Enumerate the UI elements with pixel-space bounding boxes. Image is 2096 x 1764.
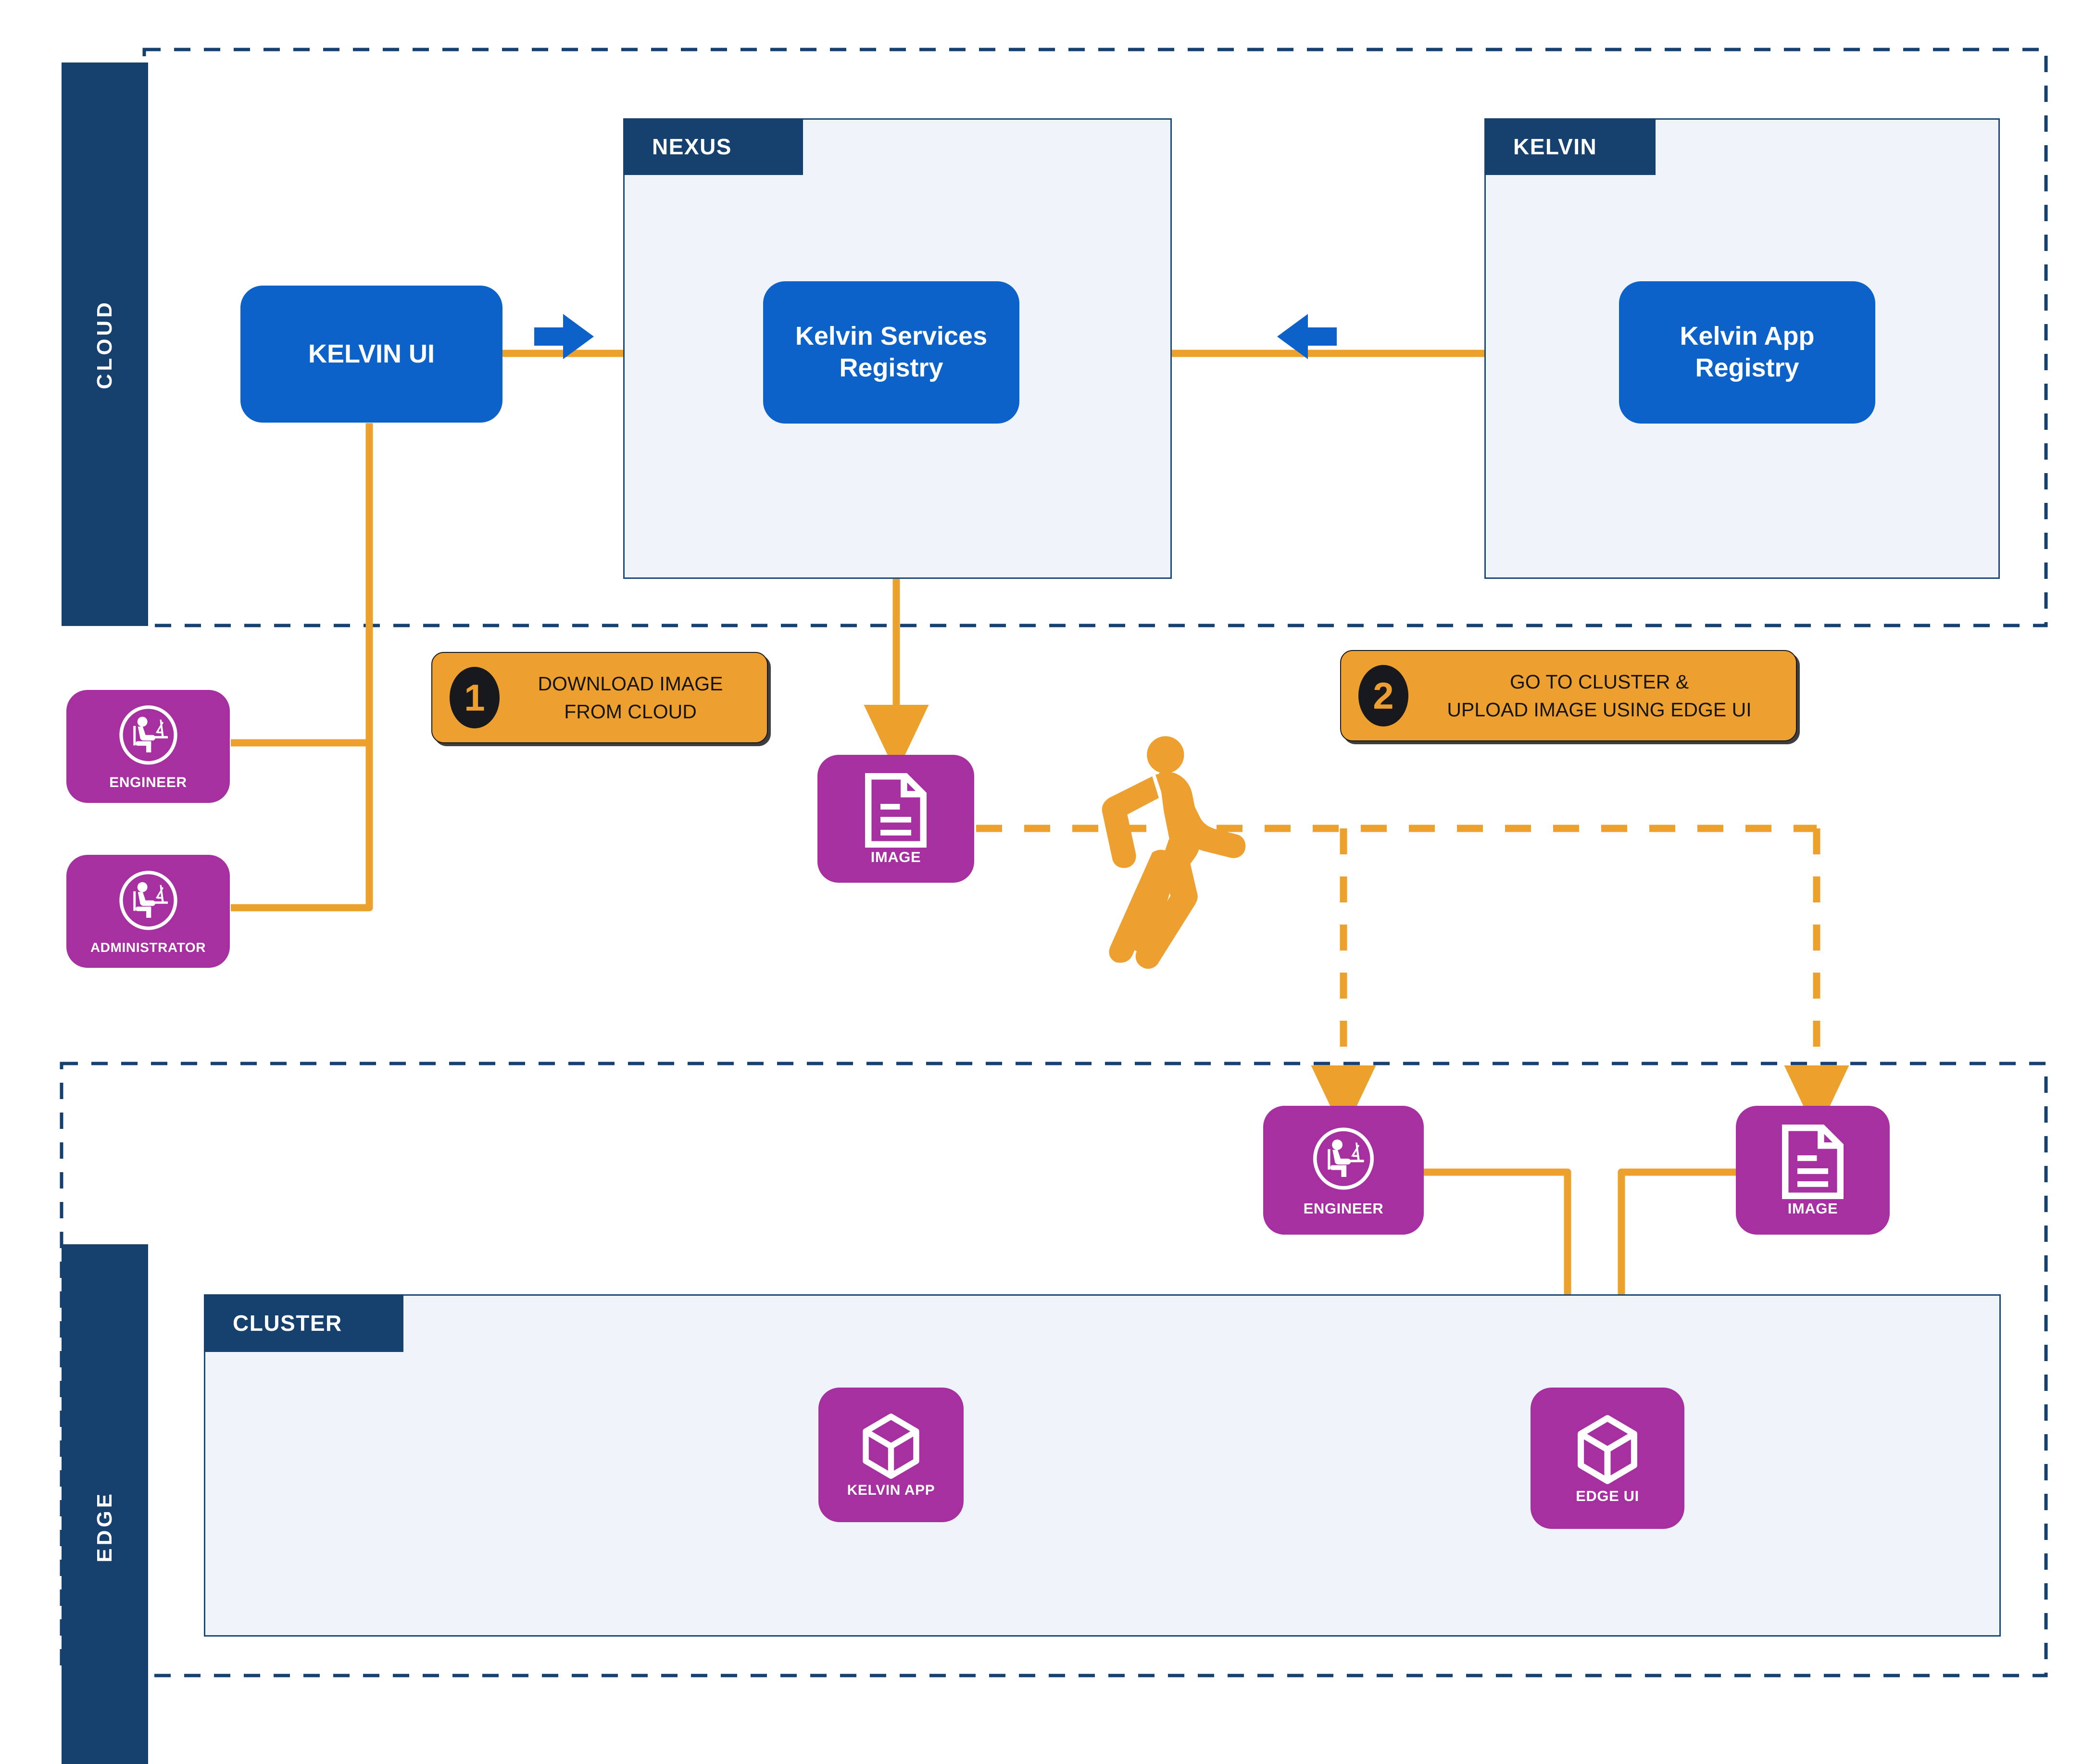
node-image-cloud[interactable]: IMAGE [817,755,974,883]
node-administrator-cloud-label: ADMINISTRATOR [90,940,206,955]
ksr-line-1: Kelvin Services [795,322,988,351]
panel-nexus-label: NEXUS [652,134,732,159]
node-kelvin-app-label: KELVIN APP [847,1482,935,1498]
person-at-desk-icon [113,703,183,773]
node-image-edge-label: IMAGE [1787,1200,1838,1217]
zone-label-edge: EDGE [93,1491,116,1563]
node-kelvin-app[interactable]: KELVIN APP [818,1388,964,1522]
node-engineer-cloud[interactable]: ENGINEER [66,690,230,803]
callout-step-1[interactable]: 1 DOWNLOAD IMAGE FROM CLOUD [431,652,768,743]
node-edge-ui-label: EDGE UI [1576,1487,1639,1504]
panel-kelvin-label: KELVIN [1513,134,1597,159]
step-1-line-2: FROM CLOUD [564,701,697,723]
callout-step-2[interactable]: 2 GO TO CLUSTER & UPLOAD IMAGE USING EDG… [1340,650,1797,741]
step-2-text: GO TO CLUSTER & UPLOAD IMAGE USING EDGE … [1408,668,1796,724]
connector-kelvinui-to-actors [231,423,373,912]
blue-arrow-left-icon [1277,314,1337,359]
panel-cluster [204,1294,2001,1637]
person-at-desk-icon [1307,1125,1380,1198]
step-2-line-2: UPLOAD IMAGE USING EDGE UI [1447,699,1752,721]
person-at-desk-icon [113,868,183,938]
panel-nexus-tab: NEXUS [623,118,803,175]
step-1-text: DOWNLOAD IMAGE FROM CLOUD [500,670,767,726]
blue-arrow-right-icon [534,314,594,359]
zone-label-cloud: CLOUD [93,299,116,389]
kar-line-1: Kelvin App [1680,322,1815,351]
node-edge-ui[interactable]: EDGE UI [1531,1388,1684,1529]
panel-cluster-tab: CLUSTER [204,1294,403,1352]
node-kelvin-ui[interactable]: KELVIN UI [240,286,502,423]
panel-kelvin-tab: KELVIN [1484,118,1656,175]
node-kelvin-app-registry[interactable]: Kelvin App Registry [1619,281,1875,424]
document-icon [862,773,929,848]
ksr-line-2: Registry [839,353,943,382]
kar-line-2: Registry [1695,353,1799,382]
step-2-line-1: GO TO CLUSTER & [1509,670,1689,693]
node-engineer-edge-label: ENGINEER [1303,1200,1384,1217]
step-1-line-1: DOWNLOAD IMAGE [538,672,723,695]
document-icon [1779,1125,1846,1199]
cloud-zone-boundary [142,48,2048,627]
node-kelvin-services-registry-label: Kelvin Services Registry [770,321,1012,384]
zone-band-cloud: CLOUD [62,63,148,626]
step-1-number: 1 [450,667,500,728]
cube-icon [1573,1414,1642,1486]
step-2-number: 2 [1358,665,1408,726]
cube-icon [858,1412,924,1480]
node-administrator-cloud[interactable]: ADMINISTRATOR [66,855,230,968]
node-engineer-edge[interactable]: ENGINEER [1263,1106,1424,1235]
node-kelvin-services-registry[interactable]: Kelvin Services Registry [763,281,1019,424]
zone-band-edge: EDGE [62,1244,148,1764]
node-engineer-cloud-label: ENGINEER [109,775,187,790]
edge-zone-boundary [60,1062,2048,1677]
node-image-cloud-label: IMAGE [870,849,921,865]
node-image-edge[interactable]: IMAGE [1736,1106,1890,1235]
node-kelvin-app-registry-label: Kelvin App Registry [1655,321,1839,384]
node-kelvin-ui-label: KELVIN UI [308,339,435,368]
panel-cluster-label: CLUSTER [233,1311,342,1336]
